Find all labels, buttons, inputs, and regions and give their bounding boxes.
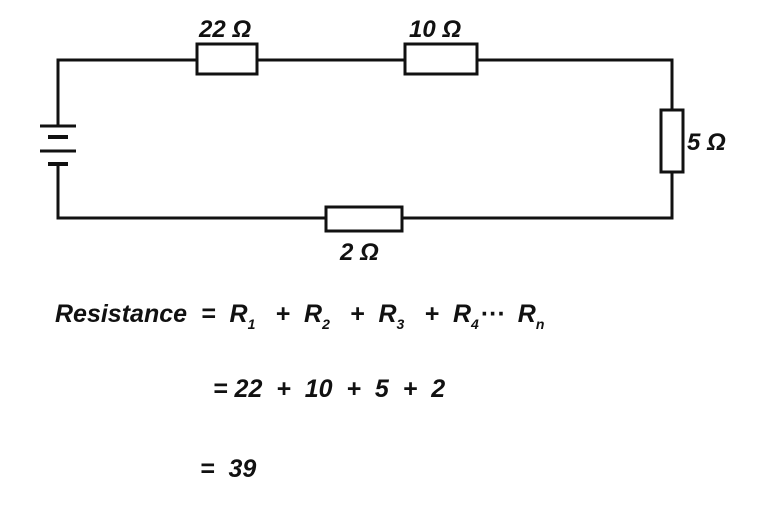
circuit-wires (56, 58, 674, 220)
term-r4: R4 (452, 300, 479, 332)
resistor-22-ohm (195, 42, 259, 76)
resistor-10-label: 10 Ω (409, 16, 461, 43)
term-rn: Rn (517, 300, 545, 332)
resistor-5-ohm (659, 108, 685, 174)
series-circuit-diagram: 22 Ω 10 Ω 5 Ω 2 Ω (40, 16, 726, 266)
plus-sign: + (424, 300, 439, 328)
resistor-22-label: 22 Ω (198, 16, 251, 43)
formula-line-general: Resistance = R1 + R2 + R3 + R4··· Rn (55, 299, 544, 339)
resistor-2-ohm (324, 205, 404, 233)
formula-line-values: = 22 + 10 + 5 + 2 (213, 375, 446, 403)
term-r1: R1 (229, 300, 256, 332)
resistor-10-ohm (403, 42, 479, 76)
plus-sign: + (349, 300, 365, 328)
term-r3: R3 (378, 300, 405, 332)
plus-sign: + (275, 300, 291, 328)
formula-line-result: = 39 (200, 455, 257, 483)
term-r2: R2 (304, 300, 330, 332)
ellipsis: ··· (480, 300, 506, 328)
resistor-5-label: 5 Ω (687, 129, 726, 156)
formula-equals: = (200, 300, 216, 328)
formula-lhs: Resistance (55, 300, 188, 328)
battery-icon (40, 124, 76, 166)
resistor-2-label: 2 Ω (339, 239, 379, 266)
